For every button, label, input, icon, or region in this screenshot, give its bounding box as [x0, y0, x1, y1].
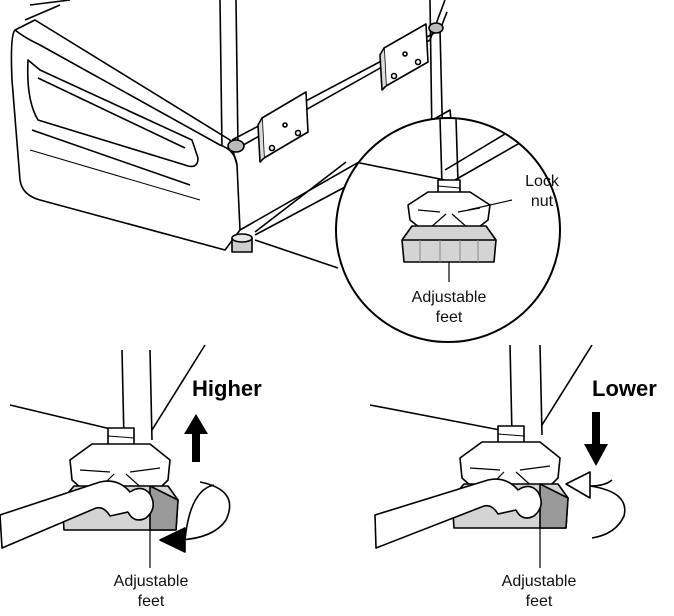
- lower-label: Lower: [592, 376, 657, 401]
- raise-feet-label-line1: Adjustable: [113, 573, 189, 590]
- lower-arrow-down-head: [584, 444, 608, 466]
- raise-feet-label-line2: feet: [137, 593, 165, 610]
- lock-nut-label-line1: Lock: [525, 173, 559, 190]
- raise-arrow-up-head: [184, 414, 208, 434]
- raise-adjustable-feet-label: Adjustable feet: [96, 572, 206, 612]
- lock-nut-label: Lock nut: [512, 172, 572, 212]
- zoom-adjustable-feet-label: Adjustable feet: [394, 288, 504, 328]
- zoom-feet-label-line1: Adjustable: [411, 289, 487, 306]
- refrigerator-base-illustration: [10, 0, 453, 253]
- zoom-connector-lines: [254, 161, 347, 269]
- lower-feet-label-line1: Adjustable: [501, 573, 577, 590]
- lower-foot-illustration: [369, 344, 626, 549]
- raise-foot-illustration: [0, 344, 231, 553]
- higher-label: Higher: [192, 376, 262, 401]
- lock-nut-label-line2: nut: [530, 193, 554, 210]
- lower-feet-label-line2: feet: [525, 593, 553, 610]
- zoom-feet-label-line2: feet: [435, 309, 463, 326]
- lower-adjustable-feet-label: Adjustable feet: [484, 572, 594, 612]
- zoom-callout-circle: [335, 117, 561, 343]
